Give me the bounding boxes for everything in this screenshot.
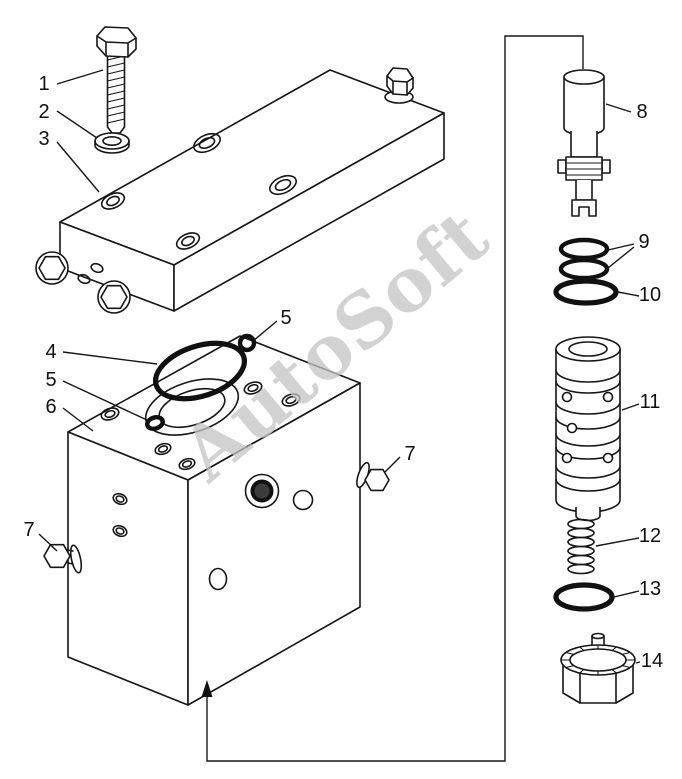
part-1-bolt <box>96 26 137 134</box>
body-left-holes <box>112 492 128 538</box>
callout-label-1: 1 <box>38 73 50 95</box>
part-5-oring-upper <box>237 333 257 353</box>
callout-label-6: 6 <box>45 396 57 418</box>
part-10-oring <box>553 278 619 306</box>
callout-label-14: 14 <box>640 650 664 672</box>
callout-label-4: 4 <box>45 341 57 363</box>
part-12-spring <box>567 518 595 575</box>
callout-label-8: 8 <box>636 101 648 123</box>
part-7-plug-right <box>356 461 390 492</box>
callout-label-5-upper: 5 <box>280 307 292 329</box>
part-8-plunger <box>557 69 611 217</box>
callout-label-3: 3 <box>38 128 50 150</box>
part-9-orings <box>558 237 610 281</box>
assembly-route-line <box>201 35 584 762</box>
callout-leader-lines <box>38 69 641 664</box>
callout-label-2: 2 <box>38 101 50 123</box>
callout-label-10: 10 <box>638 284 662 306</box>
callout-label-7-left: 7 <box>23 519 35 541</box>
plug-knurl-ticks <box>560 644 636 676</box>
callout-label-13: 13 <box>638 578 662 600</box>
part-5-oring-lower <box>145 415 165 431</box>
cover-end-bolt-icon <box>384 67 414 104</box>
part-2-washer <box>94 132 130 154</box>
bolt-thread-lines <box>106 55 126 124</box>
part-7-plug-left <box>43 543 83 574</box>
callout-label-9: 9 <box>638 231 650 253</box>
callout-label-5-lower: 5 <box>45 369 57 391</box>
callout-label-12: 12 <box>638 525 662 547</box>
body-top-holes <box>100 381 301 471</box>
cover-left-bolt-1 <box>35 251 69 285</box>
cover-top-holes <box>100 132 297 250</box>
part-13-oring <box>553 582 615 612</box>
callout-label-7-right: 7 <box>404 443 416 465</box>
part-14-hex-plug <box>560 632 636 704</box>
route-arrow-icon <box>201 680 213 697</box>
part-6-valve-body <box>67 335 361 706</box>
body-right-ports <box>208 473 314 591</box>
cover-left-bolt-2 <box>97 280 131 314</box>
part-4-gasket-ring <box>152 340 248 402</box>
callout-label-11: 11 <box>639 391 661 413</box>
part-11-cartridge <box>555 336 621 522</box>
part-3-valve-cover-block <box>35 67 445 314</box>
cartridge-groove-lines <box>555 369 621 492</box>
